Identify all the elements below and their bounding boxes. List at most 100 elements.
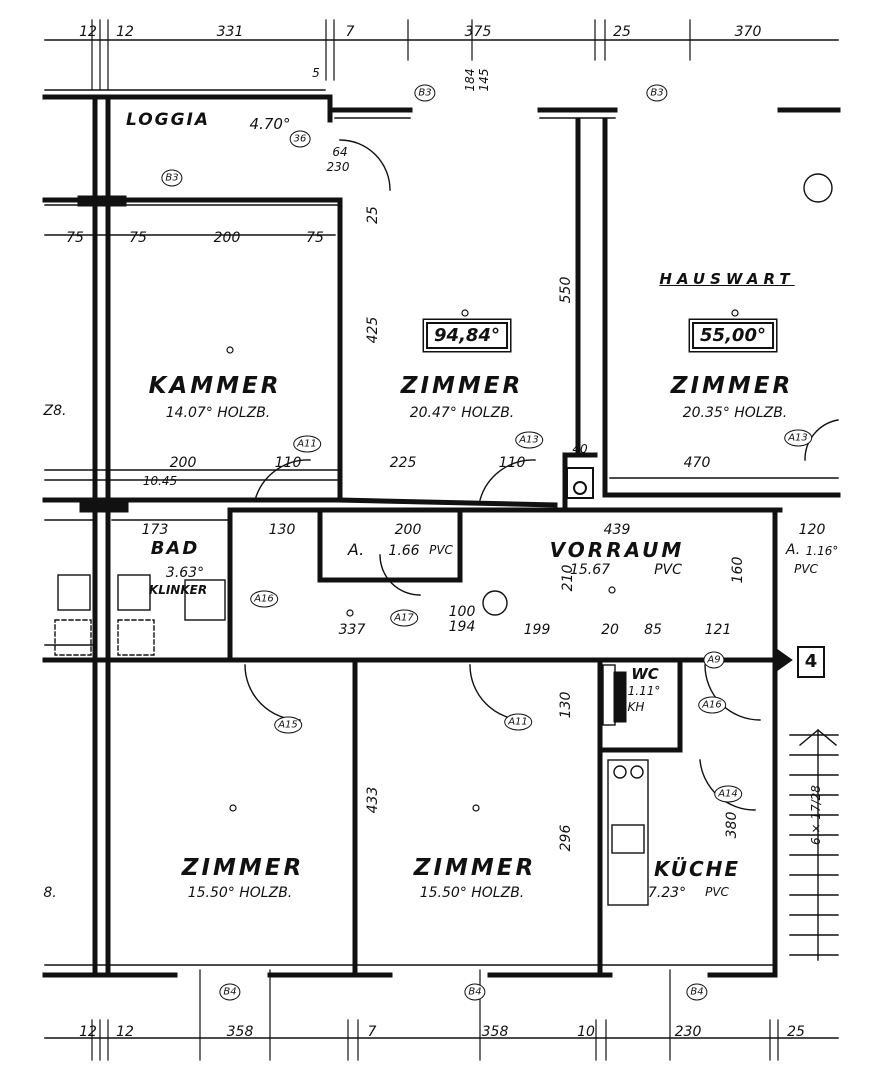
dim-loggia: 200	[213, 230, 241, 246]
tag-a15: A15	[274, 716, 302, 734]
tag-b4: B4	[219, 983, 241, 1001]
tag-a11: A11	[504, 713, 532, 731]
unit-area-1: 94,84°	[426, 322, 508, 349]
room-name-zimmer-bottom-mid: ZIMMER	[413, 855, 537, 881]
dim-bottom: 230	[674, 1024, 702, 1040]
tag-a16: A16	[698, 696, 726, 714]
dim-corridor-top: 110	[498, 455, 526, 471]
room-floor-abstell-right: PVC	[794, 562, 818, 576]
dim-corridor: 121	[704, 622, 732, 638]
stair-number: 4	[797, 646, 825, 678]
small-dim: 64	[332, 145, 348, 159]
stair-dimension: 6 × 17/28	[809, 785, 823, 845]
dim-corridor: 130	[268, 522, 296, 538]
tag-a16: A16	[250, 590, 278, 608]
tag-a14: A14	[714, 785, 742, 803]
dim-top: 12	[79, 24, 97, 40]
header-hauswart: HAUSWART	[659, 270, 795, 288]
tag-b4: B4	[464, 983, 486, 1001]
dim-bottom: 358	[226, 1024, 254, 1040]
room-area-bad: 3.63°	[165, 565, 205, 581]
dim-bottom: 7	[367, 1024, 377, 1040]
room-name-kueche: KÜCHE	[653, 857, 741, 881]
dim-vertical: 25	[365, 206, 381, 224]
tag-a13: A13	[515, 431, 543, 449]
room-name-zimmer-bottom-left: ZIMMER	[181, 855, 305, 881]
room-detail-zimmer-bottom-left: 15.50° HOLZB.	[187, 885, 293, 901]
small-dim: 40	[572, 442, 588, 456]
dim-loggia: 75	[66, 230, 84, 246]
room-name-wc: WC	[631, 665, 659, 683]
dim-vertical: 296	[558, 824, 574, 852]
dim-top: 370	[734, 24, 762, 40]
tag-a17: A17	[390, 609, 418, 627]
tag-b3: B3	[646, 84, 668, 102]
room-area-wc: 1.11°	[627, 684, 661, 698]
dim-corridor: 20	[601, 622, 619, 638]
dim-top: 375	[464, 24, 492, 40]
dim-corridor: 173	[141, 522, 169, 538]
dim-bottom: 12	[79, 1024, 97, 1040]
small-dim: 5	[312, 66, 320, 80]
room-name-vorraum: VORRAUM	[549, 538, 685, 562]
dim-vertical: 130	[558, 691, 574, 719]
dim-vertical: 380	[724, 811, 740, 839]
room-area-kueche: 7.23°	[647, 885, 687, 901]
edge-label-left-top: Z8.	[43, 403, 67, 419]
dim-corridor-top: 470	[683, 455, 711, 471]
room-name-bad: BAD	[150, 538, 200, 559]
room-name-kammer: KAMMER	[148, 373, 282, 399]
room-area-vorraum: 15.67	[569, 562, 611, 578]
room-floor-vorraum: PVC	[654, 562, 682, 578]
dim-vertical: 160	[730, 556, 746, 584]
dim-corridor: 194	[448, 619, 476, 635]
room-detail-zimmer-bottom-mid: 15.50° HOLZB.	[419, 885, 525, 901]
dim-top: 25	[613, 24, 631, 40]
dim-loggia: 75	[306, 230, 324, 246]
room-name-loggia: LOGGIA	[125, 110, 211, 130]
room-floor-wc: KH	[627, 700, 645, 714]
dim-corridor: 120	[798, 522, 826, 538]
room-label-abstell: A.	[347, 540, 365, 559]
room-name-zimmer-mid-top: ZIMMER	[400, 373, 524, 399]
room-floor-kueche: PVC	[705, 885, 729, 899]
tag-36: 36	[289, 130, 311, 148]
dim-corridor: 100	[448, 604, 476, 620]
dim-bottom: 358	[481, 1024, 509, 1040]
dim-bottom: 12	[116, 1024, 134, 1040]
dim-vertical: 210	[560, 564, 576, 592]
dim-corridor-top: 225	[389, 455, 417, 471]
dim-top: 331	[216, 24, 244, 40]
dim-top: 7	[345, 24, 355, 40]
dim-loggia: 75	[129, 230, 147, 246]
edge-label-left-bottom: 8.	[43, 885, 57, 901]
room-detail-zimmer-mid-top: 20.47° HOLZB.	[409, 405, 515, 421]
tag-a11: A11	[293, 435, 321, 453]
dim-bottom: 10	[577, 1024, 595, 1040]
room-area-loggia: 4.70°	[249, 115, 291, 133]
dim-corridor: 439	[603, 522, 631, 538]
dim-corridor-top: 200	[169, 455, 197, 471]
room-floor-abstell: PVC	[429, 543, 453, 557]
room-name-zimmer-right-top: ZIMMER	[670, 373, 794, 399]
dim-corridor: 200	[394, 522, 422, 538]
tag-b3: B3	[161, 169, 183, 187]
room-detail-kammer: 14.07° HOLZB.	[165, 405, 271, 421]
small-dim: 145	[477, 68, 491, 92]
room-detail-zimmer-right-top: 20.35° HOLZB.	[682, 405, 788, 421]
unit-area-2: 55,00°	[692, 322, 774, 349]
dim-corridor-top: 10.45	[142, 474, 178, 488]
dim-corridor: 199	[523, 622, 551, 638]
dim-vertical: 425	[365, 316, 381, 344]
small-dim: 230	[326, 160, 350, 174]
tag-b4: B4	[686, 983, 708, 1001]
tag-a9: A9	[703, 651, 725, 669]
dim-corridor-top: 110	[274, 455, 302, 471]
dim-corridor: 337	[338, 622, 366, 638]
dim-top: 12	[116, 24, 134, 40]
dim-vertical: 433	[365, 786, 381, 814]
room-label-abstell-right: A.	[785, 542, 801, 558]
dim-vertical: 550	[558, 276, 574, 304]
tag-a13: A13	[784, 429, 812, 447]
